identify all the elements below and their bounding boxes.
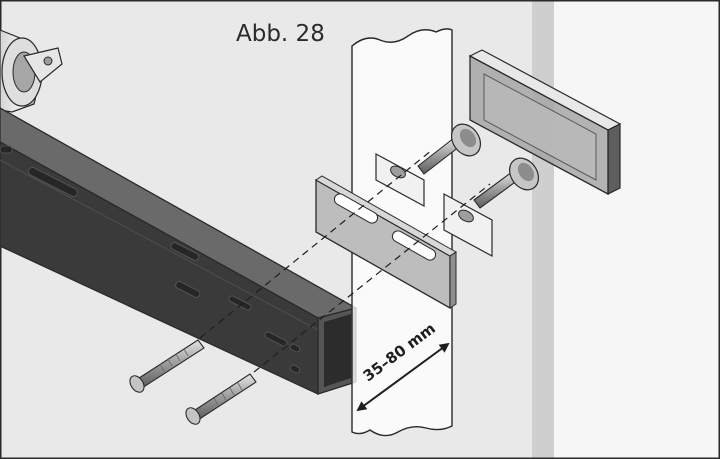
- rail-slots: [0, 145, 301, 374]
- slotted-plate: [315, 175, 457, 310]
- wall-bolt-lower: [473, 157, 540, 209]
- alignment-lines: [199, 149, 491, 373]
- figure-title: Abb. 28: [236, 21, 325, 47]
- wall-edge: [532, 0, 554, 459]
- rail-end-opening: [324, 314, 351, 387]
- dimension-arrow: [356, 342, 450, 412]
- pipe-fitting: [0, 29, 63, 113]
- wall-surface: [532, 0, 720, 459]
- wall-bolt-upper: [417, 123, 482, 175]
- screw-upper: [129, 339, 205, 393]
- washer-upper: [375, 152, 425, 208]
- screw-lower: [185, 373, 257, 425]
- cover-frame: [468, 49, 622, 196]
- mounting-rail: [0, 107, 358, 396]
- washer-lower: [443, 192, 493, 258]
